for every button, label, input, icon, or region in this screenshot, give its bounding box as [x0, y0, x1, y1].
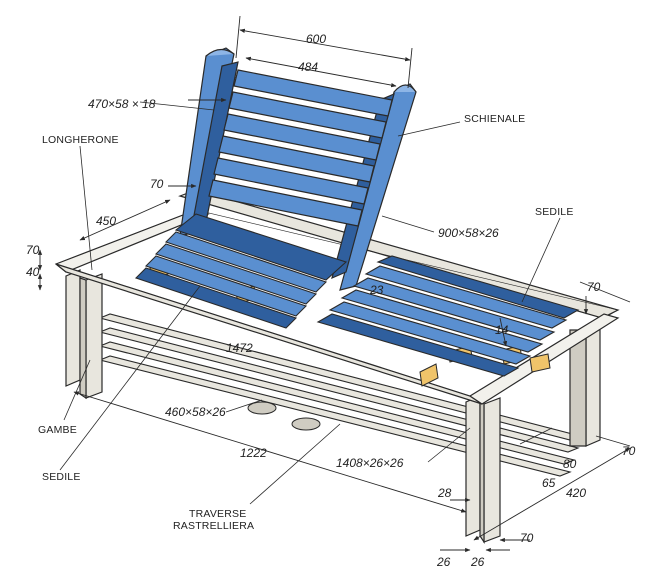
dim-26-b: 26 [471, 555, 485, 569]
dim-back-slat: 470×58 × 18 [88, 97, 156, 111]
dim-70-bottom: 70 [520, 531, 534, 545]
label-schienale: SCHIENALE [464, 113, 526, 125]
dim-420: 420 [566, 486, 587, 500]
label-gambe: GAMBE [38, 424, 77, 436]
dim-1222: 1222 [240, 446, 267, 460]
label-sedile-left: SEDILE [42, 471, 81, 483]
dim-40-left: 40 [26, 265, 40, 279]
front-right-legs [465, 395, 501, 544]
label-rastrelliera: RASTRELLIERA [173, 520, 255, 532]
dim-1472: 1472 [226, 341, 253, 355]
dim-23: 23 [370, 283, 384, 297]
leader-lines [59, 101, 561, 505]
dim-65: 65 [542, 476, 556, 490]
dim-14: 14 [495, 323, 509, 337]
back-legs [569, 323, 601, 447]
label-longherone: LONGHERONE [42, 134, 119, 146]
dim-back-inner-width: 484 [298, 60, 319, 74]
dim-70-left: 70 [26, 243, 40, 257]
backrest [179, 47, 417, 291]
dim-28: 28 [438, 486, 452, 500]
right-seat [316, 255, 580, 377]
dim-80: 80 [563, 457, 577, 471]
left-seat [134, 213, 348, 329]
dim-70-far: 70 [622, 444, 636, 458]
dim-26-a: 26 [437, 555, 451, 569]
dim-70-right: 70 [587, 280, 601, 294]
dim-seat-slat: 460×58×26 [165, 405, 226, 419]
dim-back-upright: 900×58×26 [438, 226, 499, 240]
dim-rack-slat: 1408×26×26 [336, 456, 404, 470]
label-traverse: TRAVERSE [189, 508, 247, 520]
dim-450: 450 [96, 214, 117, 228]
dim-70-top: 70 [150, 177, 164, 191]
front-left-legs [65, 269, 103, 400]
label-sedile-right: SEDILE [535, 206, 574, 218]
dim-back-outer-width: 600 [306, 32, 327, 46]
dimension-lines [37, 15, 631, 553]
